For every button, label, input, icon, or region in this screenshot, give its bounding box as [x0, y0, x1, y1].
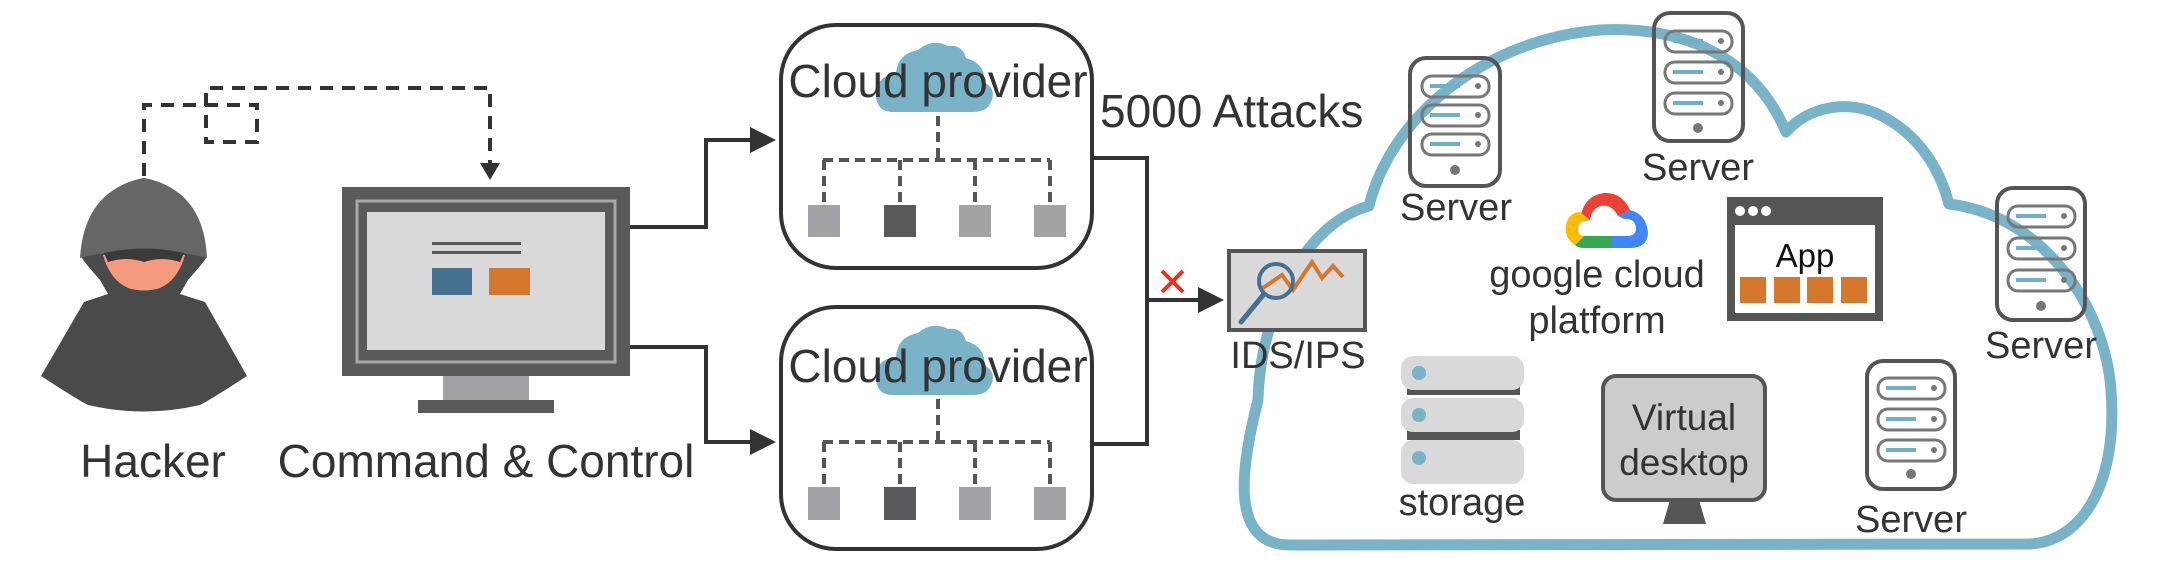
arrowhead-right-icon [1198, 287, 1224, 313]
server-label: Server [1400, 187, 1512, 229]
node [959, 205, 991, 237]
providers-to-ids [1092, 156, 1224, 446]
virtual-desktop-line2: desktop [1619, 442, 1749, 483]
ids-monitor-icon [1227, 249, 1367, 332]
ids-ips: IDS/IPS [1227, 249, 1367, 377]
command-control: Command & Control [278, 187, 695, 487]
arrowhead-down-icon [480, 163, 500, 180]
server-label: Server [1855, 499, 1967, 541]
hacker: Hacker [41, 178, 247, 487]
command-control-label: Command & Control [278, 435, 695, 487]
google-cloud-platform: google cloud platform [1489, 192, 1705, 342]
server: Server [1855, 359, 1967, 541]
storage: storage [1399, 356, 1526, 524]
virtual-desktop-line1: Virtual [1632, 397, 1736, 438]
cloud-provider-box: Cloud provider [779, 305, 1094, 551]
platform-name-line2: platform [1528, 300, 1665, 342]
hacker-icon [41, 178, 247, 412]
virtual-desktop-monitor-icon [1601, 374, 1767, 524]
monitor-icon [342, 187, 630, 413]
storage-label: storage [1399, 482, 1526, 524]
app-label: App [1776, 237, 1835, 274]
cloud-provider-label: Cloud provider [788, 340, 1087, 392]
node [1034, 487, 1066, 520]
server-label: Server [1642, 147, 1754, 189]
virtual-desktop: Virtual desktop [1601, 374, 1767, 524]
node [884, 487, 916, 520]
server-icon [1865, 359, 1957, 491]
cloud-provider-box: Cloud provider [779, 23, 1094, 270]
cloud-icon [876, 325, 993, 395]
server-icon [1995, 186, 2087, 322]
server: Server [1985, 186, 2097, 367]
google-cloud-logo-icon [1565, 192, 1648, 248]
server: Server [1400, 56, 1512, 229]
cc-to-providers [630, 127, 776, 455]
cloud-provider-label: Cloud provider [788, 55, 1087, 107]
node [1034, 205, 1066, 237]
platform-name-line1: google cloud [1489, 254, 1705, 296]
hacker-label: Hacker [80, 435, 226, 487]
server: Server [1642, 11, 1754, 189]
arrowhead-right-icon [750, 429, 776, 455]
cloud-environment: IDS/IPS Server [1227, 11, 2118, 551]
attacks-count-label: 5000 Attacks [1100, 85, 1363, 137]
control-channel [142, 86, 500, 180]
blocked-x-icon [1160, 269, 1185, 294]
server-label: Server [1985, 325, 2097, 367]
server-icon [1408, 56, 1502, 188]
storage-icon [1401, 356, 1524, 484]
node [884, 205, 916, 237]
cloud-icon [876, 42, 993, 112]
app-window: App [1727, 197, 1883, 321]
node [808, 205, 840, 237]
arrowhead-right-icon [750, 127, 776, 153]
node [959, 487, 991, 520]
node [808, 487, 840, 520]
ids-ips-label: IDS/IPS [1230, 335, 1365, 377]
server-icon [1652, 11, 1745, 143]
